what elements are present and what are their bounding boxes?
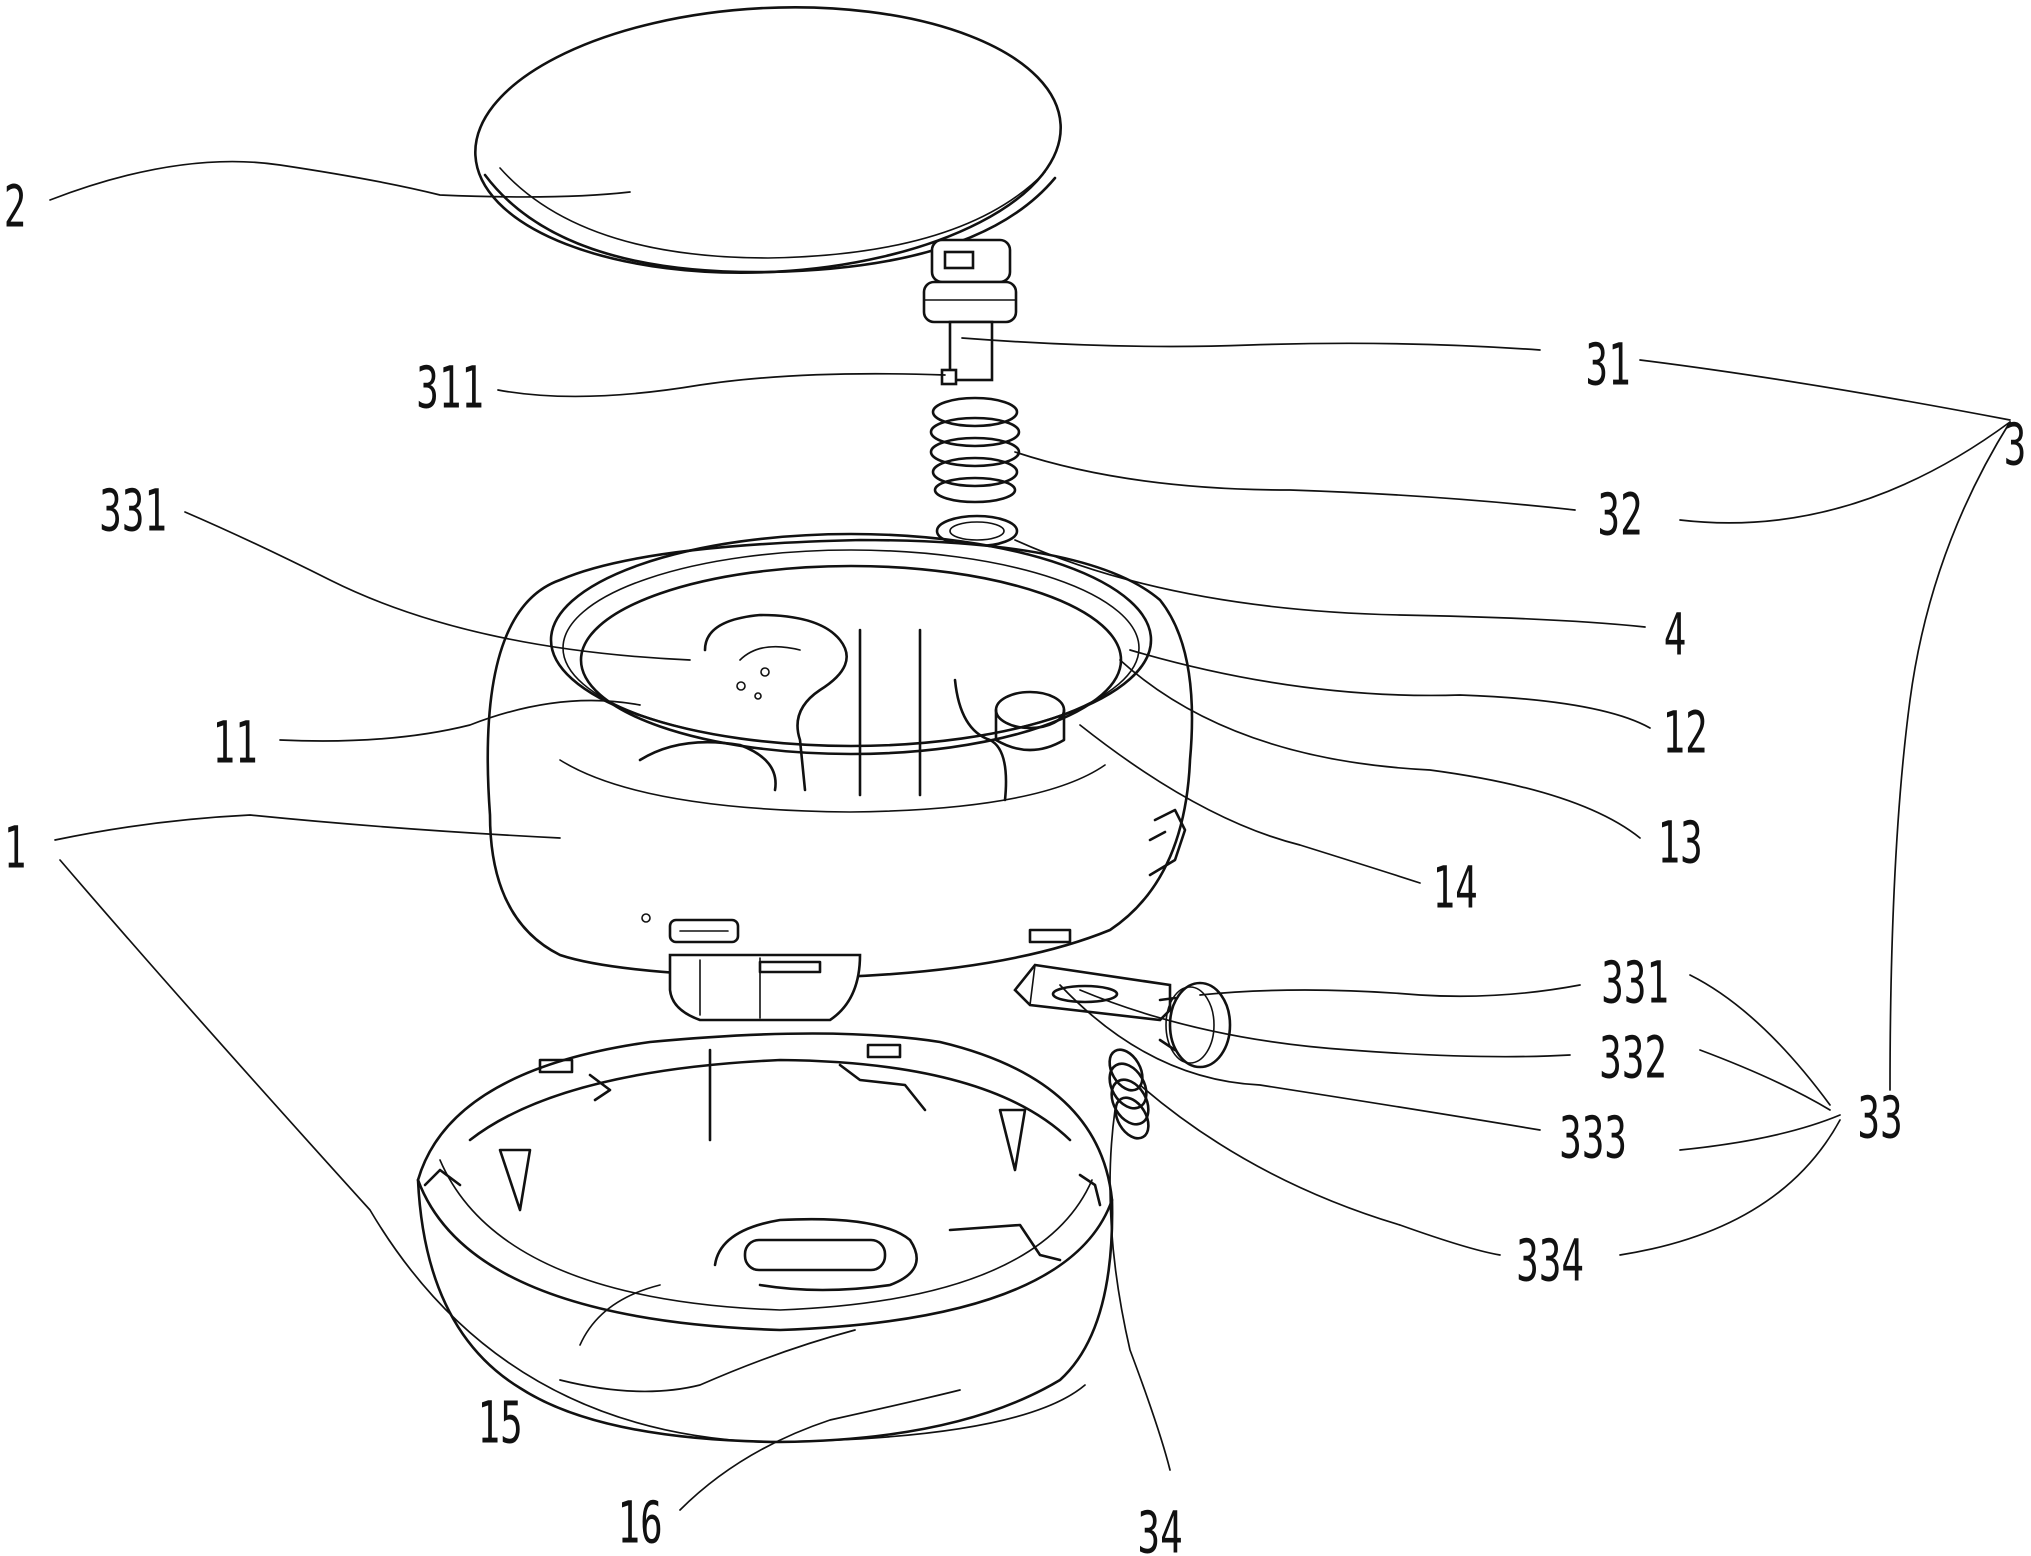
- label-13: 13: [1658, 810, 1703, 876]
- label-33: 33: [1858, 1085, 1903, 1151]
- leader-34: [1110, 1110, 1170, 1470]
- label-15: 15: [478, 1390, 523, 1456]
- latch-assembly: [1015, 965, 1230, 1067]
- leader-33-d: [1620, 1120, 1840, 1255]
- leader-33-a: [1690, 975, 1830, 1105]
- leader-3-mid: [1680, 422, 2010, 523]
- leader-3-top: [1640, 360, 2010, 420]
- label-16: 16: [618, 1490, 663, 1556]
- leader-32: [1015, 452, 1575, 510]
- lower-shell: [418, 1034, 1112, 1443]
- leader-12: [1130, 650, 1650, 728]
- leader-33-c: [1680, 1115, 1840, 1150]
- spring-34: [1102, 1044, 1156, 1144]
- label-334: 334: [1516, 1228, 1584, 1294]
- label-32: 32: [1598, 482, 1643, 548]
- upper-housing: [488, 534, 1192, 1020]
- leader-1: [55, 815, 560, 840]
- leader-331-right: [1200, 985, 1580, 996]
- label-12: 12: [1663, 700, 1708, 766]
- label-311: 311: [416, 355, 484, 421]
- label-14: 14: [1433, 855, 1478, 921]
- label-332: 332: [1599, 1025, 1667, 1091]
- label-4: 4: [1664, 602, 1687, 668]
- plunger-stem: [924, 240, 1016, 384]
- leader-311: [498, 374, 945, 397]
- leader-334: [1140, 1085, 1500, 1255]
- leader-31: [962, 338, 1540, 350]
- label-1: 1: [4, 815, 27, 881]
- label-31: 31: [1586, 332, 1631, 398]
- label-11: 11: [213, 710, 258, 776]
- label-331-top: 331: [99, 478, 167, 544]
- leader-13: [1120, 660, 1640, 838]
- leader-3-down: [1890, 422, 2010, 1090]
- label-333: 333: [1559, 1105, 1627, 1171]
- spring-32: [931, 398, 1019, 502]
- label-2: 2: [4, 174, 27, 240]
- label-3: 3: [2004, 412, 2027, 478]
- label-331-right: 331: [1601, 950, 1669, 1016]
- label-34: 34: [1138, 1500, 1183, 1556]
